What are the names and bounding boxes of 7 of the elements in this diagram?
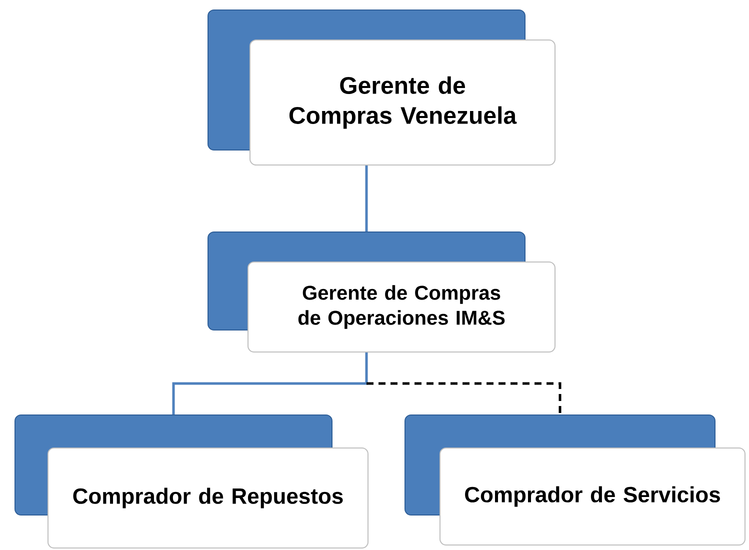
org-box: Comprador de Repuestos (14, 414, 368, 548)
connector-line (365, 166, 368, 232)
connector-line (172, 352, 368, 414)
org-box: Gerente de Compras de Operaciones IM&S (208, 232, 556, 352)
org-box: Gerente de Compras Venezuela (208, 10, 556, 166)
org-box: Comprador de Servicios (404, 414, 746, 546)
connector-line (366, 382, 562, 414)
